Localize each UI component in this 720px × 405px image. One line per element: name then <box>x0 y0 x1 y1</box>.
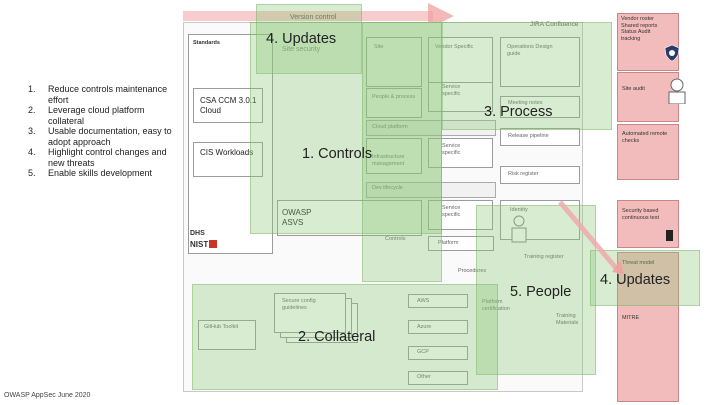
people-overlay <box>476 205 596 375</box>
service-specific-label-1: Service specific <box>442 84 461 97</box>
site-box <box>366 37 422 87</box>
csa-label: CSA CCM 3.0.1 Cloud <box>200 96 257 115</box>
identity-label: Identity <box>510 207 528 213</box>
infra-mgmt-box <box>366 138 422 174</box>
vendor-specific-label: Vendor Specific <box>435 44 474 50</box>
csa-box <box>193 88 263 123</box>
meeting-notes-box <box>500 96 580 118</box>
service-specific-label-2: Service specific <box>442 143 461 156</box>
version-arrow <box>183 11 433 21</box>
objective-item: 3.Usable documentation, easy to adopt ap… <box>28 126 172 147</box>
aws-label: AWS <box>417 298 430 304</box>
owasp-label: OWASP ASVS <box>282 208 312 227</box>
gcp-box <box>408 346 468 360</box>
collateral-overlay <box>192 284 498 390</box>
cis-box <box>193 142 263 177</box>
risk-register-box <box>500 166 580 184</box>
footer-text: OWASP AppSec June 2020 <box>4 392 91 399</box>
service-specific-box-3 <box>428 200 493 230</box>
process-overlay <box>442 22 612 130</box>
nist-logo: NIST <box>190 240 230 249</box>
nist-mark-icon <box>209 240 218 248</box>
cis-label: CIS Workloads <box>200 148 254 157</box>
vendor-roster-box <box>617 13 679 71</box>
aws-box <box>408 294 468 308</box>
meeting-notes-label: Meeting notes <box>508 100 543 106</box>
training-materials-label: Training Materials <box>556 313 579 326</box>
updates-overlay-top <box>256 4 362 74</box>
github-label: GitHub Toolkit <box>204 324 239 330</box>
site-label: Site <box>374 44 384 50</box>
other-box <box>408 371 468 385</box>
nist-text: NIST <box>190 240 209 249</box>
cloud-platform-box <box>366 120 496 136</box>
gcp-label: GCP <box>417 349 429 355</box>
diagonal-arrow-icon <box>558 200 624 274</box>
objective-item: 5.Enable skills development <box>28 168 153 178</box>
updates-label-right: 4. Updates <box>600 272 671 288</box>
service-specific-box-2 <box>428 138 493 168</box>
threat-model-label: Threat model <box>622 260 655 266</box>
process-label: 3. Process <box>484 104 553 120</box>
infra-mgmt-label: Infrastructure management <box>372 154 405 167</box>
collateral-label: 2. Collateral <box>298 329 376 345</box>
platform-label: Platform <box>438 240 459 246</box>
azure-box <box>408 320 468 334</box>
github-box <box>198 320 256 350</box>
objective-item: 4.Highlight control changes and new thre… <box>28 147 167 168</box>
threat-model-box <box>617 252 679 402</box>
objective-item: 2.Leverage cloud platform collateral <box>28 105 145 126</box>
release-pipeline-box <box>500 128 580 146</box>
release-pipeline-label: Release pipeline <box>508 133 549 139</box>
controls-overlay <box>250 22 442 234</box>
site-security-label: Site security <box>282 46 321 53</box>
service-specific-label-3: Service specific <box>442 205 461 218</box>
owasp-box <box>277 200 422 236</box>
ops-design-box <box>500 37 580 87</box>
middle-overlay <box>362 22 442 282</box>
risk-register-label: Risk register <box>508 171 539 177</box>
platform-box <box>428 236 494 251</box>
cloud-platform-label: Cloud platform <box>372 124 408 130</box>
controls-overlay-label: 1. Controls <box>302 146 373 162</box>
book-icon <box>666 230 673 241</box>
vendor-roster-label: Vendor roster Shared reports Status Audi… <box>621 16 658 42</box>
training-register-label: Training register <box>524 254 564 260</box>
other-label: Other <box>417 374 431 380</box>
automated-checks-box <box>617 124 679 180</box>
dev-lifecycle-label: Dev lifecycle <box>372 185 403 191</box>
service-specific-box-1 <box>428 82 493 112</box>
site-audit-label: Site audit <box>622 86 645 92</box>
shield-icon <box>664 44 680 62</box>
dev-lifecycle-box <box>366 182 496 198</box>
platform-cert-label: Platform certification <box>482 299 510 312</box>
mitre-label: MITRE <box>622 315 640 321</box>
updates-label-top: 4. Updates <box>266 31 337 47</box>
people-label: 5. People <box>510 284 572 300</box>
objective-item: 1.Reduce controls maintenance effort <box>28 84 168 105</box>
automated-checks-label: Automated remote checks <box>622 131 668 144</box>
people-process-box <box>366 88 422 118</box>
procedures-label: Procedures <box>458 268 487 274</box>
dhs-logo: DHS <box>190 230 205 237</box>
vendor-specific-box <box>428 37 493 87</box>
version-control-label: Version control <box>290 14 337 21</box>
azure-label: Azure <box>417 324 432 330</box>
jira-confluence-label: JIRA Confluence <box>530 21 579 28</box>
controls-label: Controls <box>385 236 406 242</box>
secure-config-label: Secure config guidelines <box>282 298 316 311</box>
person-icon <box>668 78 686 104</box>
person-icon <box>511 215 527 243</box>
secure-config-box <box>274 293 346 333</box>
security-test-label: Security based continuous test <box>622 208 659 221</box>
ops-design-label: Operations Design guide <box>507 44 553 57</box>
standards-label: Standards <box>193 40 220 46</box>
people-process-label: People & process <box>372 94 416 100</box>
objectives-list: 1.Reduce controls maintenance effort 2.L… <box>28 84 178 179</box>
